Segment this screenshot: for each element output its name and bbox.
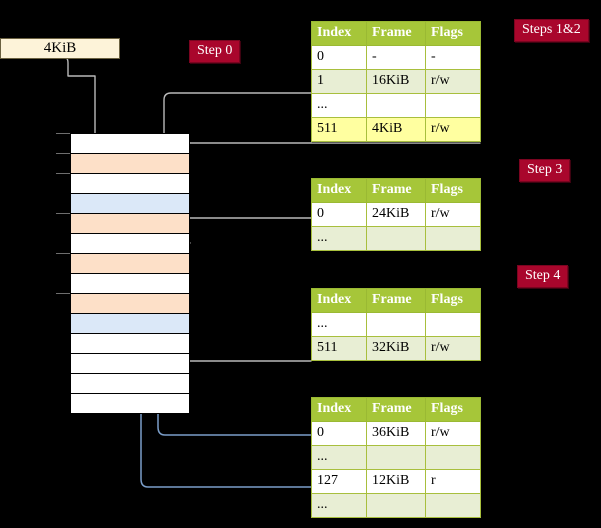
table-cell-flags: r/w: [425, 117, 481, 142]
memory-frame-row: [70, 353, 190, 374]
memory-frame-row: [70, 273, 190, 294]
memory-frame-row: [70, 193, 190, 214]
wire-table1-row0-to-memory: [150, 325, 312, 436]
memory-row-tick: [56, 133, 70, 134]
badge-step-4: Step 4: [517, 265, 569, 288]
table-cell-index: 0: [311, 202, 367, 227]
memory-row-tick: [56, 173, 70, 174]
table-cell-frame: 16KiB: [366, 69, 426, 94]
table-cell-frame: [366, 93, 426, 118]
badge-steps-1-2: Steps 1&2: [514, 19, 589, 42]
wire-table4-to-memory: [163, 92, 312, 151]
memory-frame-row: [70, 393, 190, 414]
physical-memory-column: [56, 133, 190, 414]
table-cell-frame: 4KiB: [366, 117, 426, 142]
column-header-frame: Frame: [366, 178, 426, 203]
badge-step-3: Step 3: [519, 159, 571, 182]
table-row: ...: [311, 93, 481, 118]
badge-step-0: Step 0: [189, 40, 241, 63]
table-cell-flags: r/w: [425, 336, 481, 361]
memory-frame-row: [70, 173, 190, 194]
column-header-frame: Frame: [366, 288, 426, 313]
table-cell-index: ...: [311, 93, 367, 118]
table-cell-index: 0: [311, 421, 367, 446]
table-cell-frame: -: [366, 45, 426, 70]
table-cell-frame: 36KiB: [366, 421, 426, 446]
memory-row-tick: [56, 253, 70, 254]
column-header-index: Index: [311, 397, 367, 422]
memory-row-tick: [56, 213, 70, 214]
table-cell-index: 511: [311, 117, 367, 142]
table-cell-flags: r/w: [425, 202, 481, 227]
table-cell-flags: [425, 493, 481, 518]
table-cell-index: 511: [311, 336, 367, 361]
table-cell-index: 1: [311, 69, 367, 94]
table-cell-flags: [425, 445, 481, 470]
table-cell-flags: [425, 312, 481, 337]
column-header-index: Index: [311, 288, 367, 313]
table-row: 0--: [311, 45, 481, 70]
table-cell-index: 0: [311, 45, 367, 70]
memory-frame-row: [70, 133, 190, 154]
memory-frame-row: [70, 293, 190, 314]
memory-row-tick: [56, 153, 70, 154]
memory-frame-row: [70, 213, 190, 234]
wire-grey-elbow-c: [173, 310, 312, 362]
table-cell-index: ...: [311, 226, 367, 251]
table-cell-frame: [366, 312, 426, 337]
table-cell-flags: -: [425, 45, 481, 70]
table-cell-index: 127: [311, 469, 367, 494]
column-header-frame: Frame: [366, 21, 426, 46]
table-cell-flags: r: [425, 469, 481, 494]
table-row: ...: [311, 226, 481, 251]
table-cell-frame: 32KiB: [366, 336, 426, 361]
source-frame-box: 4KiB: [0, 38, 120, 59]
memory-frame-row: [70, 153, 190, 174]
table-cell-index: ...: [311, 312, 367, 337]
table-cell-frame: [366, 226, 426, 251]
column-header-index: Index: [311, 178, 367, 203]
table-cell-frame: [366, 493, 426, 518]
column-header-flags: Flags: [425, 178, 481, 203]
table-cell-frame: 24KiB: [366, 202, 426, 227]
column-header-flags: Flags: [425, 397, 481, 422]
column-header-index: Index: [311, 21, 367, 46]
column-header-flags: Flags: [425, 288, 481, 313]
table-cell-flags: [425, 226, 481, 251]
column-header-frame: Frame: [366, 397, 426, 422]
table-cell-flags: r/w: [425, 69, 481, 94]
memory-frame-row: [70, 233, 190, 254]
table-cell-index: ...: [311, 493, 367, 518]
table-cell-index: ...: [311, 445, 367, 470]
table-row: ...: [311, 312, 481, 337]
table-row: ...: [311, 445, 481, 470]
table-cell-flags: [425, 93, 481, 118]
memory-frame-row: [70, 313, 190, 334]
table-row: ...: [311, 493, 481, 518]
memory-frame-row: [70, 333, 190, 354]
memory-frame-row: [70, 253, 190, 274]
memory-frame-row: [70, 373, 190, 394]
column-header-flags: Flags: [425, 21, 481, 46]
table-cell-frame: 12KiB: [366, 469, 426, 494]
wire-table1-row127-to-memory: [133, 207, 312, 488]
memory-row-tick: [56, 293, 70, 294]
table-cell-frame: [366, 445, 426, 470]
table-cell-flags: r/w: [425, 421, 481, 446]
